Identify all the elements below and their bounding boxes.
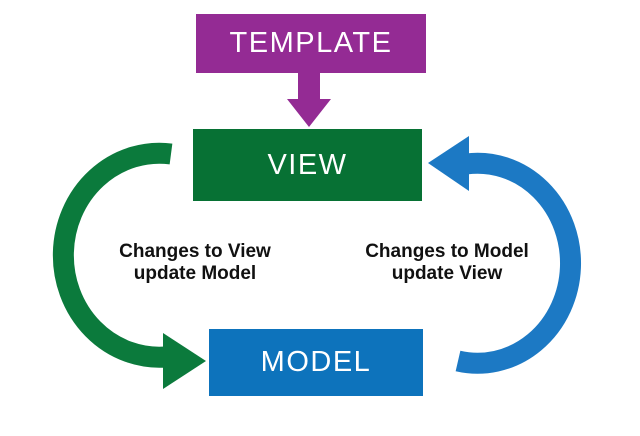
model-box-label: MODEL <box>260 346 372 378</box>
view-to-model-arrowhead <box>163 333 206 389</box>
template-box: TEMPLATE <box>196 14 426 73</box>
model-to-view-label-line1: Changes to Model <box>365 241 529 262</box>
view-to-model-label: Changes to View update Model <box>90 241 300 285</box>
model-box: MODEL <box>209 329 423 396</box>
view-box: VIEW <box>193 129 422 201</box>
view-to-model-arrow-curve <box>52 142 173 368</box>
view-to-model-label-line2: update Model <box>133 263 257 284</box>
model-to-view-arrow-curve <box>455 152 581 374</box>
model-to-view-label-line2: update View <box>391 263 503 284</box>
view-box-label: VIEW <box>267 148 348 181</box>
model-to-view-arrowhead <box>428 136 469 191</box>
template-box-label: TEMPLATE <box>229 27 393 59</box>
view-to-model-label-line1: Changes to View <box>119 241 271 262</box>
template-to-view-arrow <box>287 73 331 127</box>
model-to-view-label: Changes to Model update View <box>342 241 552 285</box>
